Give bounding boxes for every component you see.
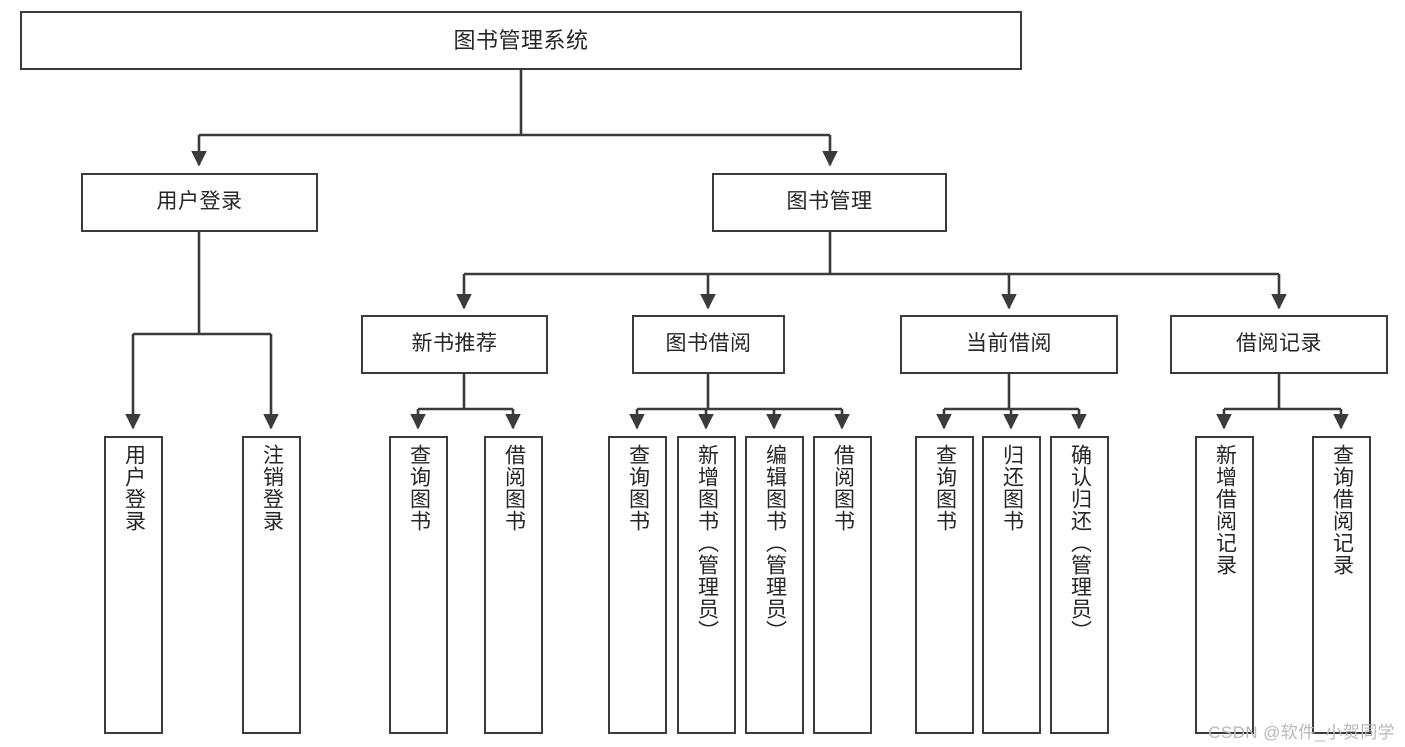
node-label: 图书管理	[786, 190, 873, 214]
node-label: 当前借阅	[966, 332, 1052, 356]
leaf-edit-book-admin[interactable]: 编辑图书（管理员）	[745, 436, 804, 734]
node-label: 查询图书	[626, 444, 650, 532]
node-book-borrow[interactable]: 图书借阅	[632, 315, 785, 374]
node-label: 新书推荐	[411, 332, 498, 356]
leaf-add-book-admin[interactable]: 新增图书（管理员）	[677, 436, 736, 734]
node-new-book-recommend[interactable]: 新书推荐	[361, 315, 548, 374]
node-label: 新增图书（管理员）	[695, 444, 719, 642]
watermark-text: CSDN @软件_小贺同学	[1208, 723, 1395, 742]
node-label: 借阅图书	[502, 444, 526, 532]
leaf-query-book-recommend[interactable]: 查询图书	[389, 436, 448, 734]
leaf-query-book-current[interactable]: 查询图书	[915, 436, 974, 734]
node-label: 归还图书	[1000, 444, 1024, 532]
node-label: 图书管理系统	[453, 27, 589, 53]
leaf-query-borrow-record[interactable]: 查询借阅记录	[1312, 436, 1371, 734]
leaf-logout[interactable]: 注销登录	[242, 436, 301, 734]
leaf-confirm-return-admin[interactable]: 确认归还（管理员）	[1050, 436, 1109, 734]
node-label: 图书借阅	[665, 332, 752, 356]
node-label: 查询图书	[407, 444, 431, 532]
leaf-user-login[interactable]: 用户登录	[104, 436, 163, 734]
node-label: 编辑图书（管理员）	[763, 444, 787, 642]
node-borrow-record[interactable]: 借阅记录	[1170, 315, 1388, 374]
leaf-borrow-book-recommend[interactable]: 借阅图书	[484, 436, 543, 734]
node-current-borrow[interactable]: 当前借阅	[900, 315, 1118, 374]
node-root-book-management-system[interactable]: 图书管理系统	[20, 11, 1022, 70]
node-label: 查询图书	[933, 444, 957, 532]
node-book-management[interactable]: 图书管理	[712, 173, 947, 232]
node-label: 新增借阅记录	[1213, 444, 1237, 576]
leaf-return-book[interactable]: 归还图书	[982, 436, 1041, 734]
node-label: 查询借阅记录	[1330, 444, 1354, 576]
node-label: 借阅记录	[1236, 332, 1322, 356]
node-user-login[interactable]: 用户登录	[81, 173, 318, 232]
node-label: 用户登录	[156, 190, 243, 214]
node-label: 借阅图书	[831, 444, 855, 532]
leaf-add-borrow-record[interactable]: 新增借阅记录	[1195, 436, 1254, 734]
node-label: 用户登录	[122, 444, 146, 532]
leaf-borrow-book[interactable]: 借阅图书	[813, 436, 872, 734]
leaf-query-book-borrow[interactable]: 查询图书	[608, 436, 667, 734]
node-label: 确认归还（管理员）	[1068, 444, 1092, 642]
node-label: 注销登录	[260, 444, 284, 532]
